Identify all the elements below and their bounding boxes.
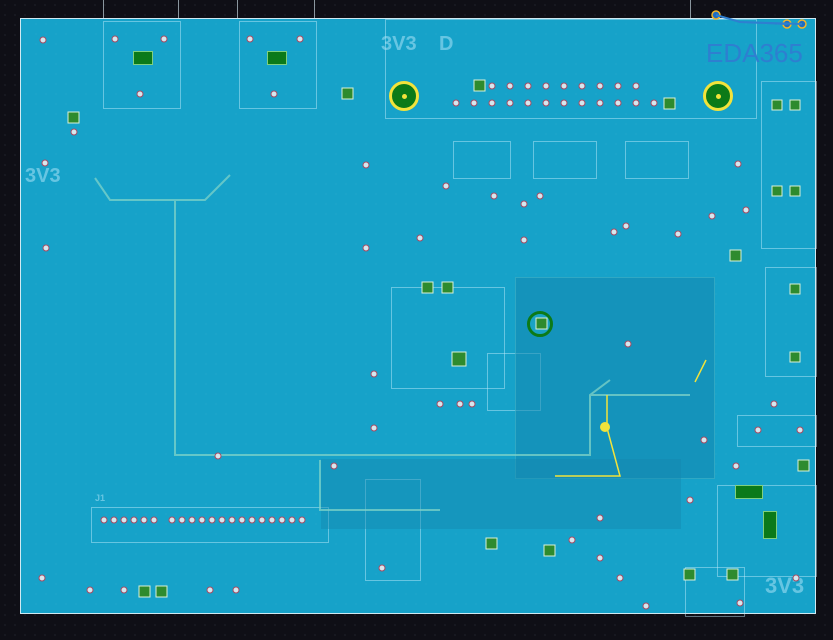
component-outline-bottom-right	[717, 485, 817, 577]
test-pad-4[interactable]	[763, 511, 777, 539]
highlight-via	[600, 422, 610, 432]
silk-label-d: D	[439, 33, 454, 55]
highlight-net-2	[694, 359, 707, 383]
mounting-hole-right[interactable]	[703, 81, 733, 111]
component-outline-ic-b	[533, 141, 597, 179]
j1-pad-row	[100, 516, 306, 524]
header-pad-row	[67, 79, 810, 598]
trace-main	[174, 200, 611, 456]
test-pad-3[interactable]	[735, 485, 763, 499]
component-outline-right-connector	[761, 81, 817, 249]
trace-top-left	[94, 174, 231, 201]
component-outline-ic-c	[625, 141, 689, 179]
component-outline-u1	[103, 21, 181, 109]
component-outline-right-connector-2	[765, 267, 817, 377]
pcb-board[interactable]: 3V3 D 3V3 3V3 J1	[20, 18, 817, 617]
silk-label-3v3-left: 3V3	[25, 165, 61, 187]
top-header-pads	[452, 82, 658, 107]
copper-pour-region	[515, 277, 715, 479]
component-outline-header-top	[385, 19, 757, 119]
component-outline-bottom-right-2	[685, 567, 745, 617]
mounting-hole-left[interactable]	[389, 81, 419, 111]
component-outline-right-mid	[737, 415, 817, 447]
component-outline-j1	[91, 507, 329, 543]
component-outline-ic-a	[453, 141, 511, 179]
connector-outline-top-3	[690, 0, 693, 18]
test-pad-2[interactable]	[267, 51, 287, 65]
highlight-net	[555, 395, 621, 477]
silk-label-3v3-top: 3V3	[381, 33, 417, 55]
right-connector-pads	[771, 99, 801, 363]
component-outline-u2	[239, 21, 317, 109]
test-pad-1[interactable]	[133, 51, 153, 65]
copper-pour-region-bottom	[321, 459, 681, 529]
via-cluster	[38, 35, 804, 610]
component-outline-regulator	[365, 479, 421, 581]
eda365-watermark: EDA365	[706, 38, 803, 68]
silk-label-j1: J1	[95, 493, 106, 503]
trace-lower	[319, 460, 440, 511]
